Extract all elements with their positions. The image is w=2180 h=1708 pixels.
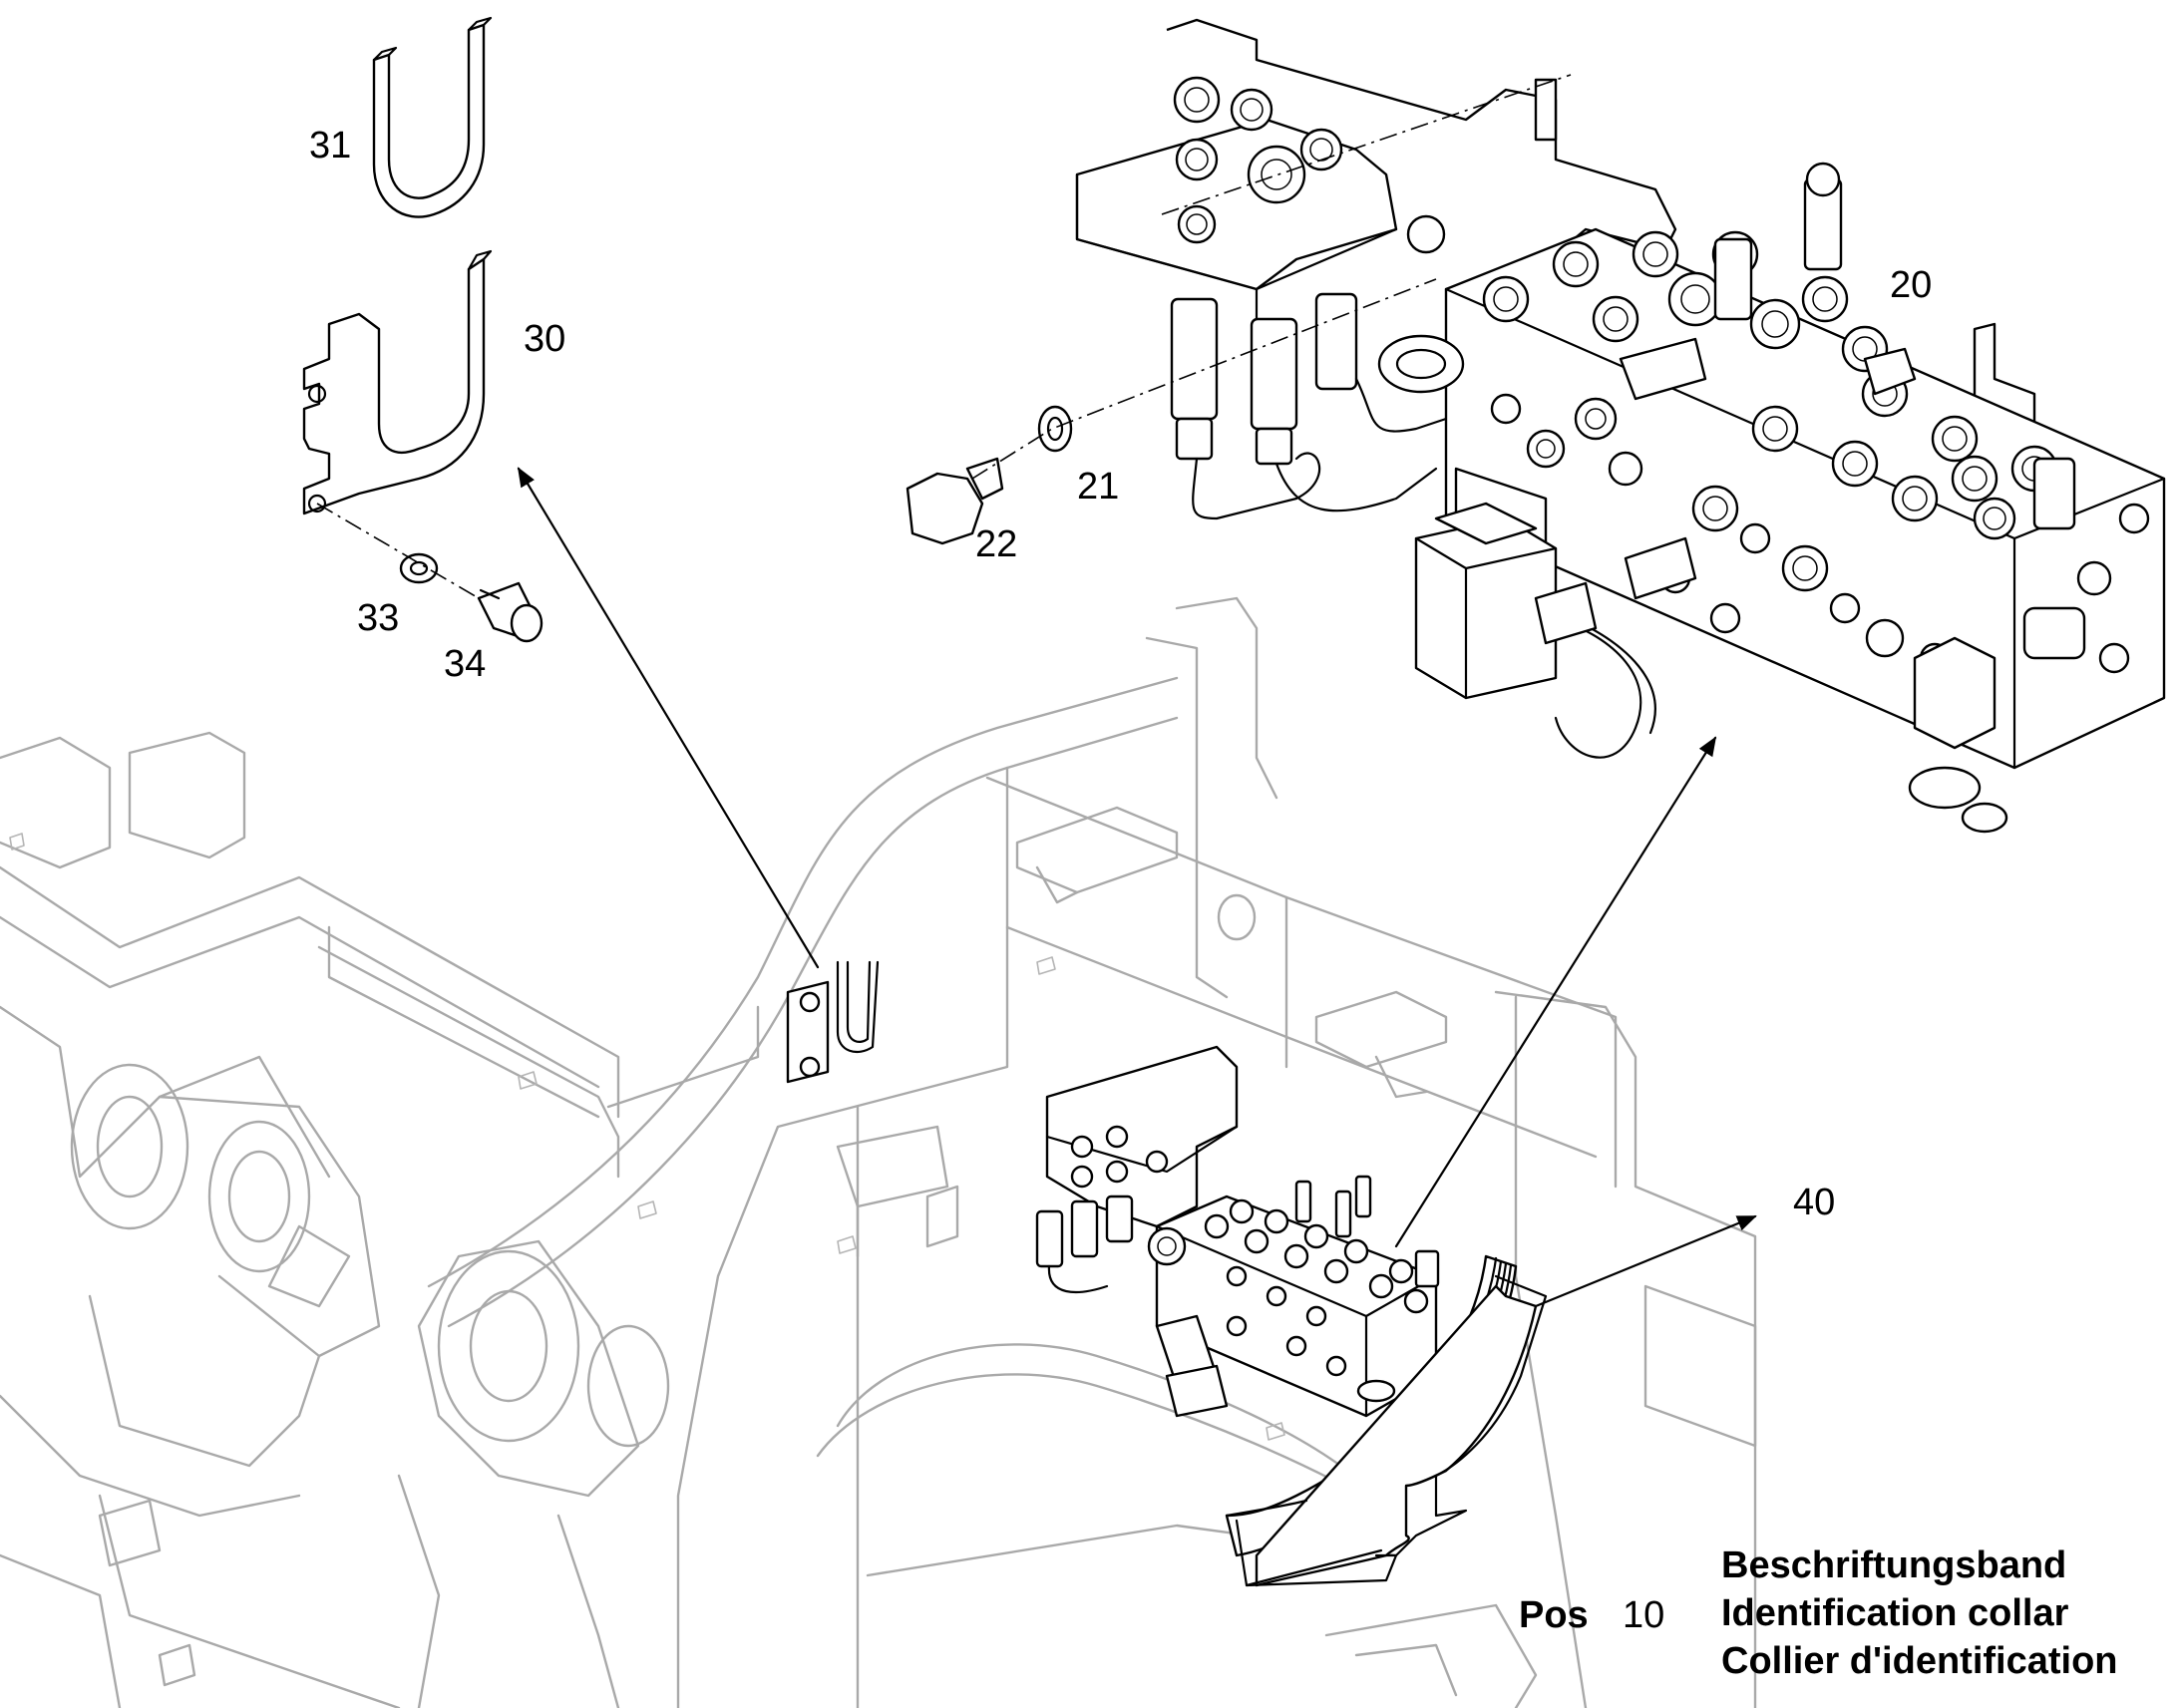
installed-valve-block [1035, 1045, 1440, 1418]
callout-40: 40 [1793, 1182, 1835, 1223]
bracket-fittings [1173, 76, 1446, 254]
bracket-axis-line [1161, 74, 1572, 215]
arrow-clip-to-frame [517, 467, 820, 969]
callout-34: 34 [444, 643, 486, 685]
tube-clip-30 [302, 249, 493, 515]
washer-33 [399, 552, 439, 584]
legend-german: Beschriftungsband [1721, 1544, 2066, 1586]
legend-block: Pos 10 Beschriftungsband Identification … [1519, 1544, 2118, 1682]
callout-22: 22 [975, 523, 1017, 565]
bolt-22 [906, 457, 1004, 545]
callout-33: 33 [357, 597, 399, 639]
arrow-valve-to-frame [1394, 736, 1717, 1248]
callout-30: 30 [524, 318, 565, 360]
block-front-ports [1490, 393, 2150, 834]
arrow-collar-40 [1534, 1214, 1757, 1308]
callout-21: 21 [1077, 466, 1119, 508]
block-top-fittings [1482, 162, 2076, 540]
screw-34 [477, 581, 544, 643]
callout-31: 31 [309, 125, 351, 167]
washer-21 [1037, 405, 1073, 453]
legend-english: Identification collar [1721, 1592, 2069, 1634]
hose-bundle-with-collar [1225, 1254, 1548, 1587]
callout-20: 20 [1890, 264, 1932, 306]
cartridge-valves [1170, 292, 1448, 520]
clip-axis-line [316, 503, 480, 599]
valve-block-assembly [1075, 18, 2166, 834]
tube-clip-31 [372, 16, 493, 218]
bolt-axis-line [971, 278, 1437, 480]
legend-french: Collier d'identification [1721, 1640, 2118, 1682]
machine-frame-background [0, 596, 1757, 1708]
legend-pos-label: Pos [1519, 1594, 1589, 1636]
legend-pos-number: 10 [1623, 1594, 1664, 1636]
installed-tube-clip [786, 960, 880, 1084]
